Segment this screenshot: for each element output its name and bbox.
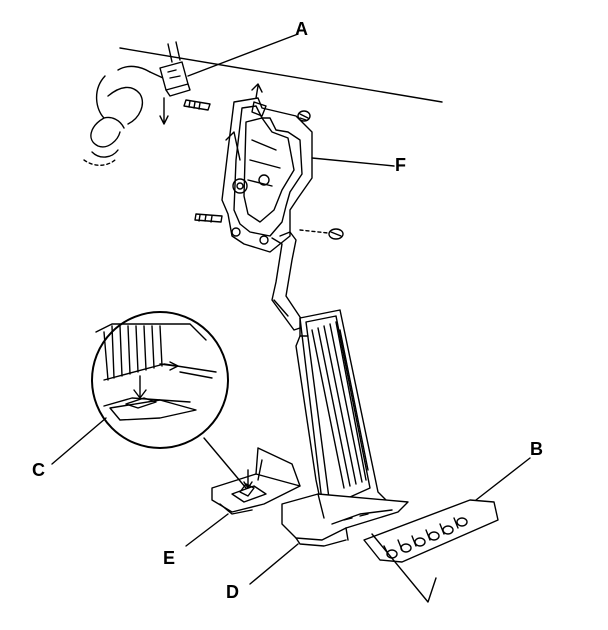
- detail-leader-line: [203, 437, 247, 489]
- retaining-clip: [211, 447, 301, 515]
- nut-icon: [299, 228, 344, 240]
- callout-leader-e: [185, 513, 229, 547]
- callout-leader-c: [51, 417, 107, 465]
- pedal-floor-bracket: [281, 493, 409, 547]
- callout-leader-f: [311, 157, 395, 167]
- callout-label-c: C: [32, 460, 45, 480]
- nut-icon: [297, 110, 311, 122]
- detail-magnifier: [91, 311, 229, 449]
- callout-leader-a: [187, 33, 299, 77]
- wire-connector-icon: [159, 41, 191, 125]
- callout-label-e: E: [163, 548, 176, 568]
- dash-reference-line: [119, 47, 443, 103]
- callout-leader-hole-indicator: [371, 533, 437, 603]
- bolt-icon: [194, 213, 223, 223]
- callout-label-d: D: [226, 582, 239, 602]
- callout-label-f: F: [395, 155, 406, 175]
- callout-label-b: B: [530, 439, 543, 459]
- wire-harness: [83, 65, 164, 166]
- bolt-icon: [183, 99, 211, 111]
- pedal-stopper-pad: [363, 499, 499, 563]
- callout-leader-d: [249, 543, 299, 585]
- callout-label-a: A: [295, 19, 308, 39]
- callout-leader-b: [475, 457, 531, 501]
- pedal-module-housing: [221, 83, 313, 253]
- accelerator-pedal-icon: [295, 309, 391, 527]
